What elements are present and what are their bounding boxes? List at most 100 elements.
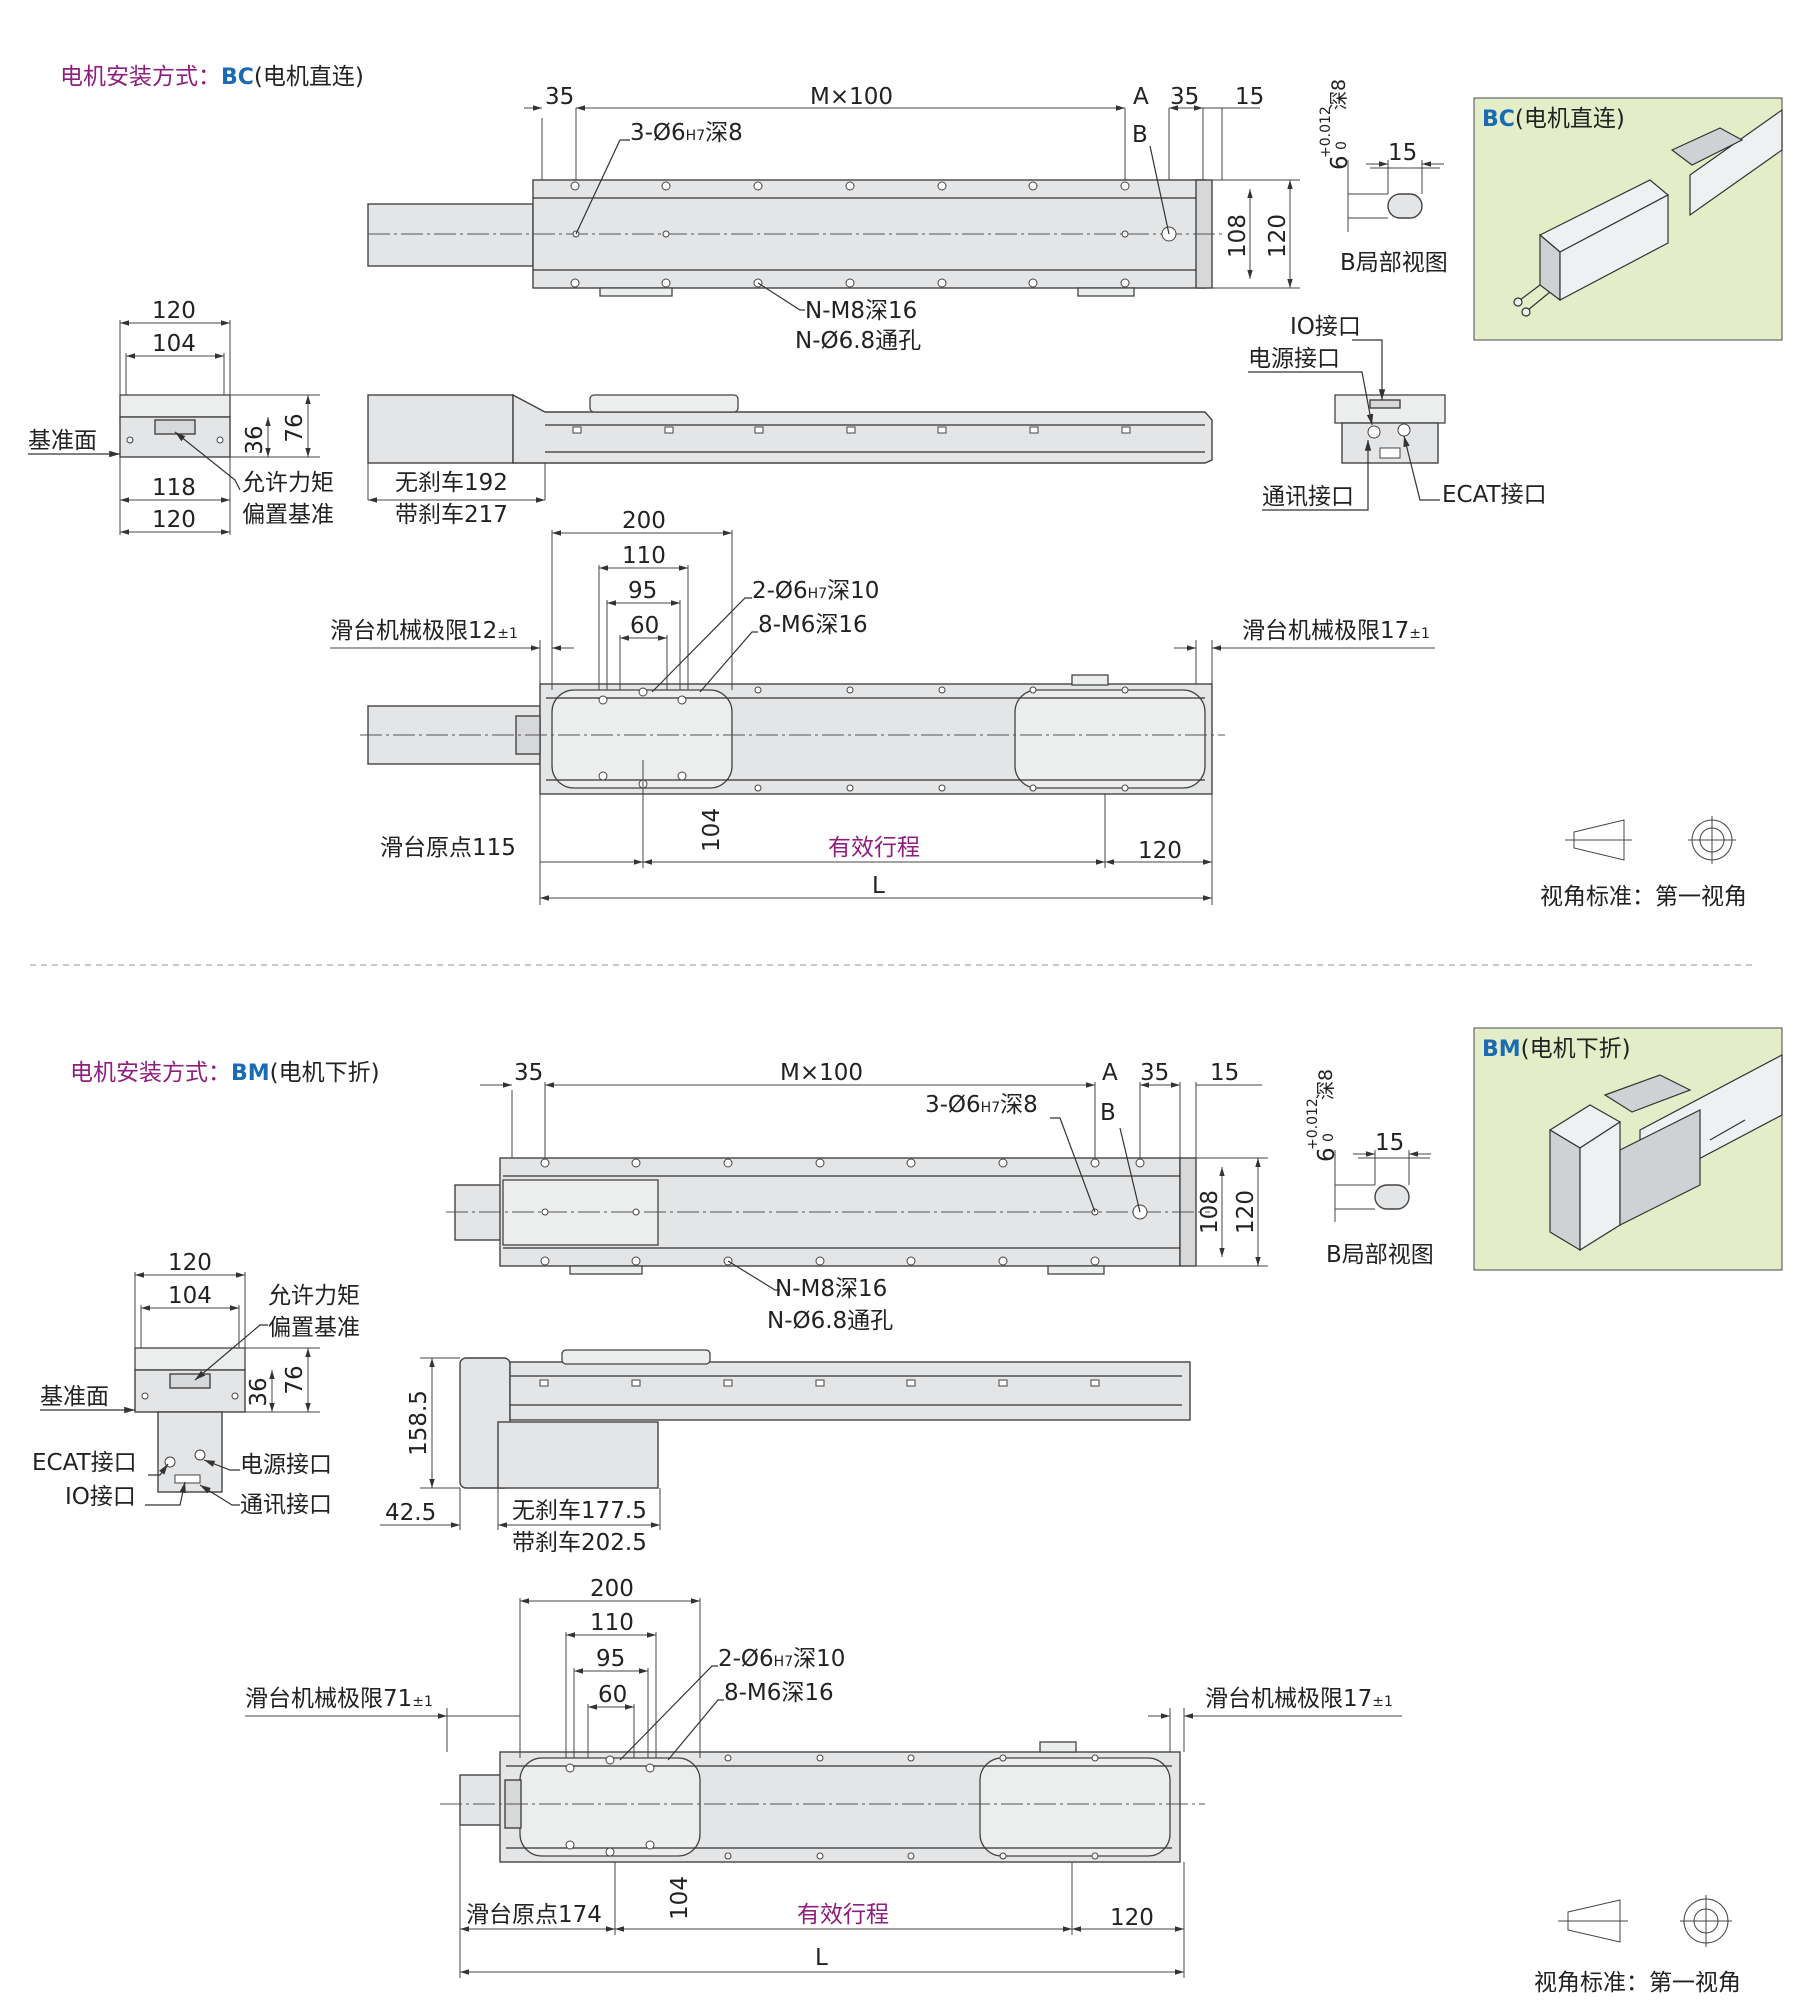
- bc-dim-a: A: [1133, 84, 1149, 110]
- bc-port-ecat: ECAT接口: [1442, 482, 1547, 508]
- bm-dim-35: 35: [514, 1060, 543, 1086]
- svg-text:滑台机械极限12±1: 滑台机械极限12±1: [330, 618, 518, 644]
- bc-dim-120: 120: [1265, 214, 1291, 258]
- bm-origin: 滑台原点174: [466, 1902, 602, 1928]
- bc-pin-depth: 深10: [827, 578, 879, 604]
- bm-hole6-tol: H7: [981, 1100, 1000, 1116]
- bc-dim-104: 104: [699, 808, 725, 852]
- bc-front-76: 76: [282, 413, 308, 442]
- bc-hole6: 3-Ø6: [630, 120, 686, 146]
- bc-iso-code: BC: [1482, 107, 1515, 132]
- bm-pin-tol: H7: [774, 1654, 793, 1670]
- bm-front-36: 36: [246, 1377, 272, 1406]
- bc-b-label: B: [1132, 122, 1148, 148]
- bm-limit-right: 滑台机械极限17: [1205, 1686, 1372, 1712]
- bm-limit-right-tol: ±1: [1372, 1694, 1393, 1710]
- bm-moment: 允许力矩: [268, 1283, 360, 1309]
- bm-bview-tol0: 0: [1321, 1133, 1337, 1142]
- bc-bottom-view: 200 110 95 60 2-Ø6H7深10 8-M6深16 滑台机械极限12…: [330, 508, 1435, 905]
- bc-dim-m100: M×100: [810, 84, 893, 110]
- bm-dim-35b: 35: [1140, 1060, 1169, 1086]
- bm-side-no-brake: 无刹车177.5: [512, 1498, 647, 1524]
- bm-m6: 8-M6深16: [724, 1680, 834, 1706]
- svg-text:3-Ø6H7深8: 3-Ø6H7深8: [925, 1092, 1038, 1118]
- bm-iso-box: BM(电机下折): [1473, 1027, 1783, 1271]
- bm-front-120-top: 120: [168, 1250, 212, 1276]
- bm-front-ecat: ECAT接口: [32, 1450, 137, 1476]
- bc-front-104: 104: [152, 331, 196, 357]
- bm-front-76: 76: [282, 1365, 308, 1394]
- bm-side-158: 158.5: [406, 1390, 432, 1456]
- bc-side-view: 无刹车192 带刹车217: [367, 393, 1213, 528]
- bc-bview-15: 15: [1388, 140, 1417, 166]
- bc-top-view: 35 M×100 A 35 15 3-Ø6H7深8 B 108 120 N-M8…: [367, 84, 1300, 354]
- bm-side-view: 158.5 42.5 无刹车177.5 带刹车202.5: [380, 1349, 1191, 1556]
- bm-front-104: 104: [168, 1283, 212, 1309]
- bc-port-io: IO接口: [1290, 314, 1361, 340]
- bc-limit-right-tol: ±1: [1409, 626, 1430, 642]
- svg-text:BM(电机下折): BM(电机下折): [1482, 1036, 1631, 1062]
- bm-front-io: IO接口: [65, 1484, 136, 1510]
- bm-top-view: 35 M×100 A 35 15 3-Ø6H7深8 B 108 120 N-M8…: [446, 1060, 1268, 1334]
- bc-end120: 120: [1138, 838, 1182, 864]
- bc-front-view: 120 104 76 36 118 120 基准面 允许力矩 偏置基准: [28, 298, 334, 535]
- bc-port-comm: 通讯接口: [1262, 484, 1354, 510]
- bc-L: L: [872, 873, 885, 899]
- bm-bview-label: B局部视图: [1326, 1242, 1434, 1268]
- bc-iso-text: (电机直连): [1515, 106, 1625, 132]
- bc-iso-box: BC(电机直连): [1473, 97, 1783, 341]
- bc-slide-60: 60: [630, 613, 659, 639]
- bm-bottom-view: 200 110 95 60 2-Ø6H7深10 8-M6深16 滑台机械极限71…: [245, 1576, 1402, 1978]
- svg-text:BC(电机直连): BC(电机直连): [1482, 106, 1625, 132]
- bm-dim-104: 104: [667, 1876, 693, 1920]
- bm-front-comm: 通讯接口: [240, 1492, 332, 1518]
- bm-dim-15: 15: [1210, 1060, 1239, 1086]
- bc-dim-35: 35: [545, 84, 574, 110]
- bm-slide-110: 110: [590, 1610, 634, 1636]
- bc-title-prefix: 电机安装方式：: [60, 64, 221, 90]
- bm-b-partial-view: 15 6 +0.012 0 深8 B局部视图: [1305, 1069, 1434, 1268]
- bc-ports-view: IO接口 电源接口 通讯接口 ECAT接口: [1248, 314, 1547, 511]
- bm-title-suffix: (电机下折): [270, 1060, 380, 1086]
- bc-bview-label: B局部视图: [1340, 250, 1448, 276]
- bm-bview-15: 15: [1375, 1130, 1404, 1156]
- bm-limit-left: 滑台机械极限71: [245, 1686, 412, 1712]
- bc-pin-tol: H7: [808, 586, 827, 602]
- bc-bview-depth: 深8: [1328, 79, 1350, 110]
- bc-bview-six: 6: [1327, 155, 1353, 170]
- bc-moment: 允许力矩: [242, 470, 334, 496]
- bc-limit-left: 滑台机械极限12: [330, 618, 497, 644]
- bm-slide-60: 60: [598, 1682, 627, 1708]
- bm-slide-200: 200: [590, 1576, 634, 1602]
- bm-b-label: B: [1100, 1100, 1116, 1126]
- bc-bottom-holes: [598, 686, 1129, 792]
- bm-iso-text: (电机下折): [1521, 1036, 1631, 1062]
- bm-dim-m100: M×100: [780, 1060, 863, 1086]
- bc-front-120-bot: 120: [152, 507, 196, 533]
- bm-hole6: 3-Ø6: [925, 1092, 981, 1118]
- bc-limit-right: 滑台机械极限17: [1242, 618, 1409, 644]
- bc-dim-15: 15: [1235, 84, 1264, 110]
- bm-d68: N-Ø6.8通孔: [767, 1308, 893, 1334]
- bc-stroke: 有效行程: [828, 835, 920, 861]
- bm-pin: 2-Ø6: [718, 1646, 774, 1672]
- bm-dim-108: 108: [1197, 1190, 1223, 1234]
- bc-m8: N-M8深16: [805, 298, 917, 324]
- bc-title-suffix: (电机直连): [254, 64, 364, 90]
- bc-b-partial-view: 15 6 +0.012 0 深8 B局部视图: [1318, 79, 1448, 276]
- bc-side-no-brake: 无刹车192: [395, 470, 508, 496]
- bc-bview-tol: +0.012: [1318, 106, 1334, 158]
- bc-limit-left-tol: ±1: [497, 626, 518, 642]
- bm-pin-depth: 深10: [793, 1646, 845, 1672]
- bc-ref-face: 基准面: [28, 428, 97, 454]
- bm-angle-text: 视角标准：第一视角: [1534, 1970, 1741, 1996]
- bm-m8: N-M8深16: [775, 1276, 887, 1302]
- bm-side-42: 42.5: [385, 1500, 436, 1526]
- bc-origin: 滑台原点115: [380, 835, 516, 861]
- bc-m6: 8-M6深16: [758, 612, 868, 638]
- bc-hole6-depth: 深8: [705, 120, 743, 146]
- bc-front-118: 118: [152, 475, 196, 501]
- bc-section: 电机安装方式：BC(电机直连) 35 M×100 A 35 15: [28, 64, 1783, 910]
- bm-dim-a: A: [1102, 1060, 1118, 1086]
